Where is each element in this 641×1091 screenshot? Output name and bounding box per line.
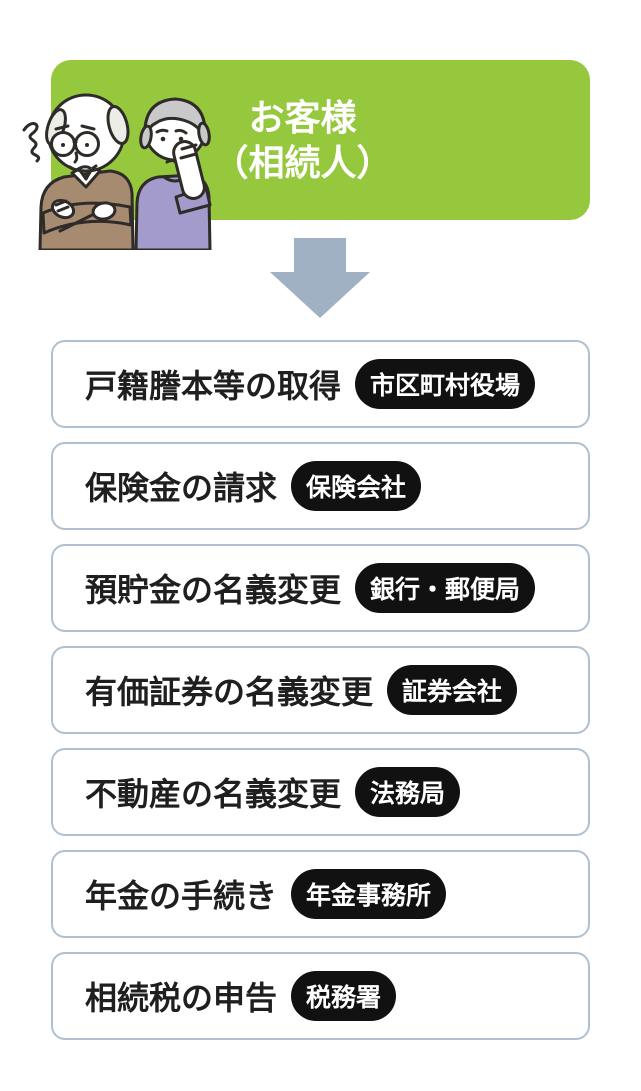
steps-list: 戸籍謄本等の取得 市区町村役場 保険金の請求 保険会社 預貯金の名義変更 銀行・… <box>51 340 590 1040</box>
step-row: 有価証券の名義変更 証券会社 <box>51 646 590 734</box>
step-row: 預貯金の名義変更 銀行・郵便局 <box>51 544 590 632</box>
step-label: 年金の手続き <box>85 878 278 914</box>
step-row: 保険金の請求 保険会社 <box>51 442 590 530</box>
step-badge: 証券会社 <box>387 665 518 715</box>
down-arrow-icon <box>270 238 370 318</box>
elderly-couple-illustration <box>22 93 212 250</box>
step-label: 保険金の請求 <box>85 470 278 506</box>
step-badge: 法務局 <box>355 767 461 817</box>
step-badge: 市区町村役場 <box>355 359 536 409</box>
elderly-woman <box>134 97 212 250</box>
step-label: 戸籍謄本等の取得 <box>85 368 342 404</box>
step-badge: 税務署 <box>291 971 397 1021</box>
step-row: 不動産の名義変更 法務局 <box>51 748 590 836</box>
step-badge: 年金事務所 <box>291 869 447 919</box>
step-label: 有価証券の名義変更 <box>85 674 374 710</box>
step-label: 預貯金の名義変更 <box>85 572 342 608</box>
step-label: 相続税の申告 <box>85 980 278 1016</box>
annoyance-squiggle-icon <box>22 122 41 163</box>
header-title-line2: （相続人） <box>212 142 393 183</box>
step-label: 不動産の名義変更 <box>85 776 342 812</box>
header-title-line1: お客様 <box>248 97 357 138</box>
step-badge: 保険会社 <box>291 461 422 511</box>
elderly-man <box>38 93 135 250</box>
step-row: 相続税の申告 税務署 <box>51 952 590 1040</box>
step-row: 年金の手続き 年金事務所 <box>51 850 590 938</box>
step-row: 戸籍謄本等の取得 市区町村役場 <box>51 340 590 428</box>
step-badge: 銀行・郵便局 <box>355 563 536 613</box>
